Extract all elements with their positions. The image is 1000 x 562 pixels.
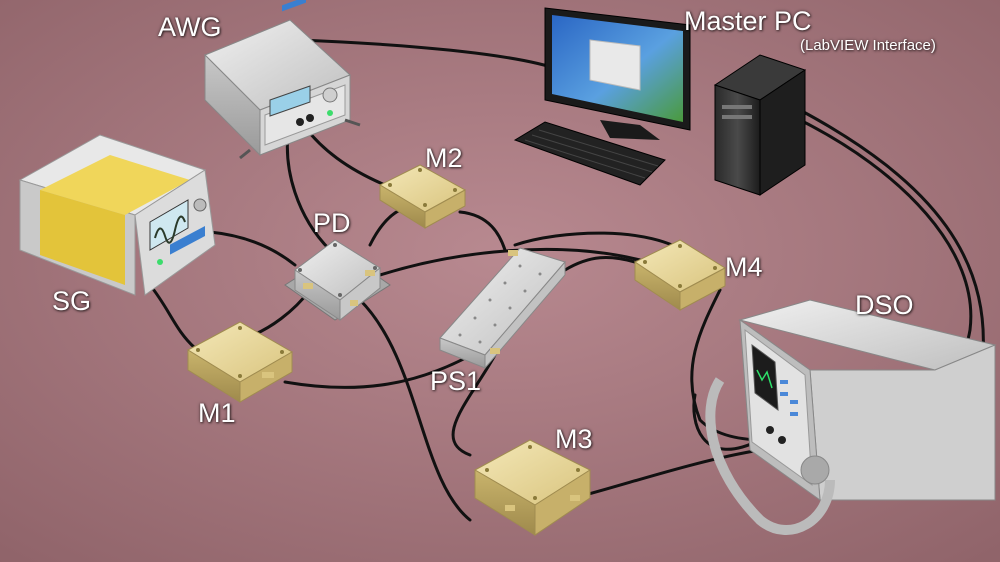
cable-sg-pd <box>208 230 297 267</box>
master-pc-sublabel: (LabVIEW Interface) <box>800 37 936 54</box>
m1-label: M1 <box>198 398 236 428</box>
pd-label: PD <box>313 208 351 238</box>
cable-ps1-m4 <box>563 256 637 272</box>
dso-label: DSO <box>855 290 914 320</box>
awg-buttons <box>282 0 306 12</box>
master-pc <box>513 7 807 196</box>
dso-instrument <box>705 299 997 535</box>
awg-knob <box>322 87 338 103</box>
m3-mixer <box>473 439 592 536</box>
cable-m1-ps1 <box>283 348 482 389</box>
cable-m2-ps1 <box>458 210 507 252</box>
cable-m4-dso <box>690 288 767 442</box>
cable-ps1-m3 <box>451 353 497 457</box>
m4-label: M4 <box>725 252 763 282</box>
ps1-device <box>439 247 566 370</box>
sg-instrument <box>18 134 216 296</box>
cable-dso-loop <box>692 393 762 451</box>
awg-instrument <box>204 0 361 160</box>
m4-mixer <box>633 239 726 311</box>
sg-label: SG <box>52 286 92 316</box>
dso-handle <box>705 377 835 535</box>
pd-device <box>284 239 391 322</box>
master-pc-label: Master PC <box>684 6 812 36</box>
ps1-label: PS1 <box>430 366 482 396</box>
sg-display <box>149 199 189 251</box>
m3-label: M3 <box>555 424 593 454</box>
awg-display <box>269 85 311 117</box>
pc-keyboard <box>513 121 666 186</box>
cable-sg-m1 <box>148 283 197 350</box>
m1-mixer <box>186 321 294 403</box>
m2-mixer <box>378 164 467 229</box>
cable-pd-m3 <box>358 298 472 522</box>
awg-label: AWG <box>158 12 222 42</box>
sg-knob <box>193 198 207 212</box>
cable-pc-dso-2 <box>798 108 985 382</box>
dso-display <box>751 343 779 412</box>
cable-awg-pc <box>298 38 562 72</box>
m2-label: M2 <box>425 143 463 173</box>
cable-m3-dso <box>583 448 762 497</box>
